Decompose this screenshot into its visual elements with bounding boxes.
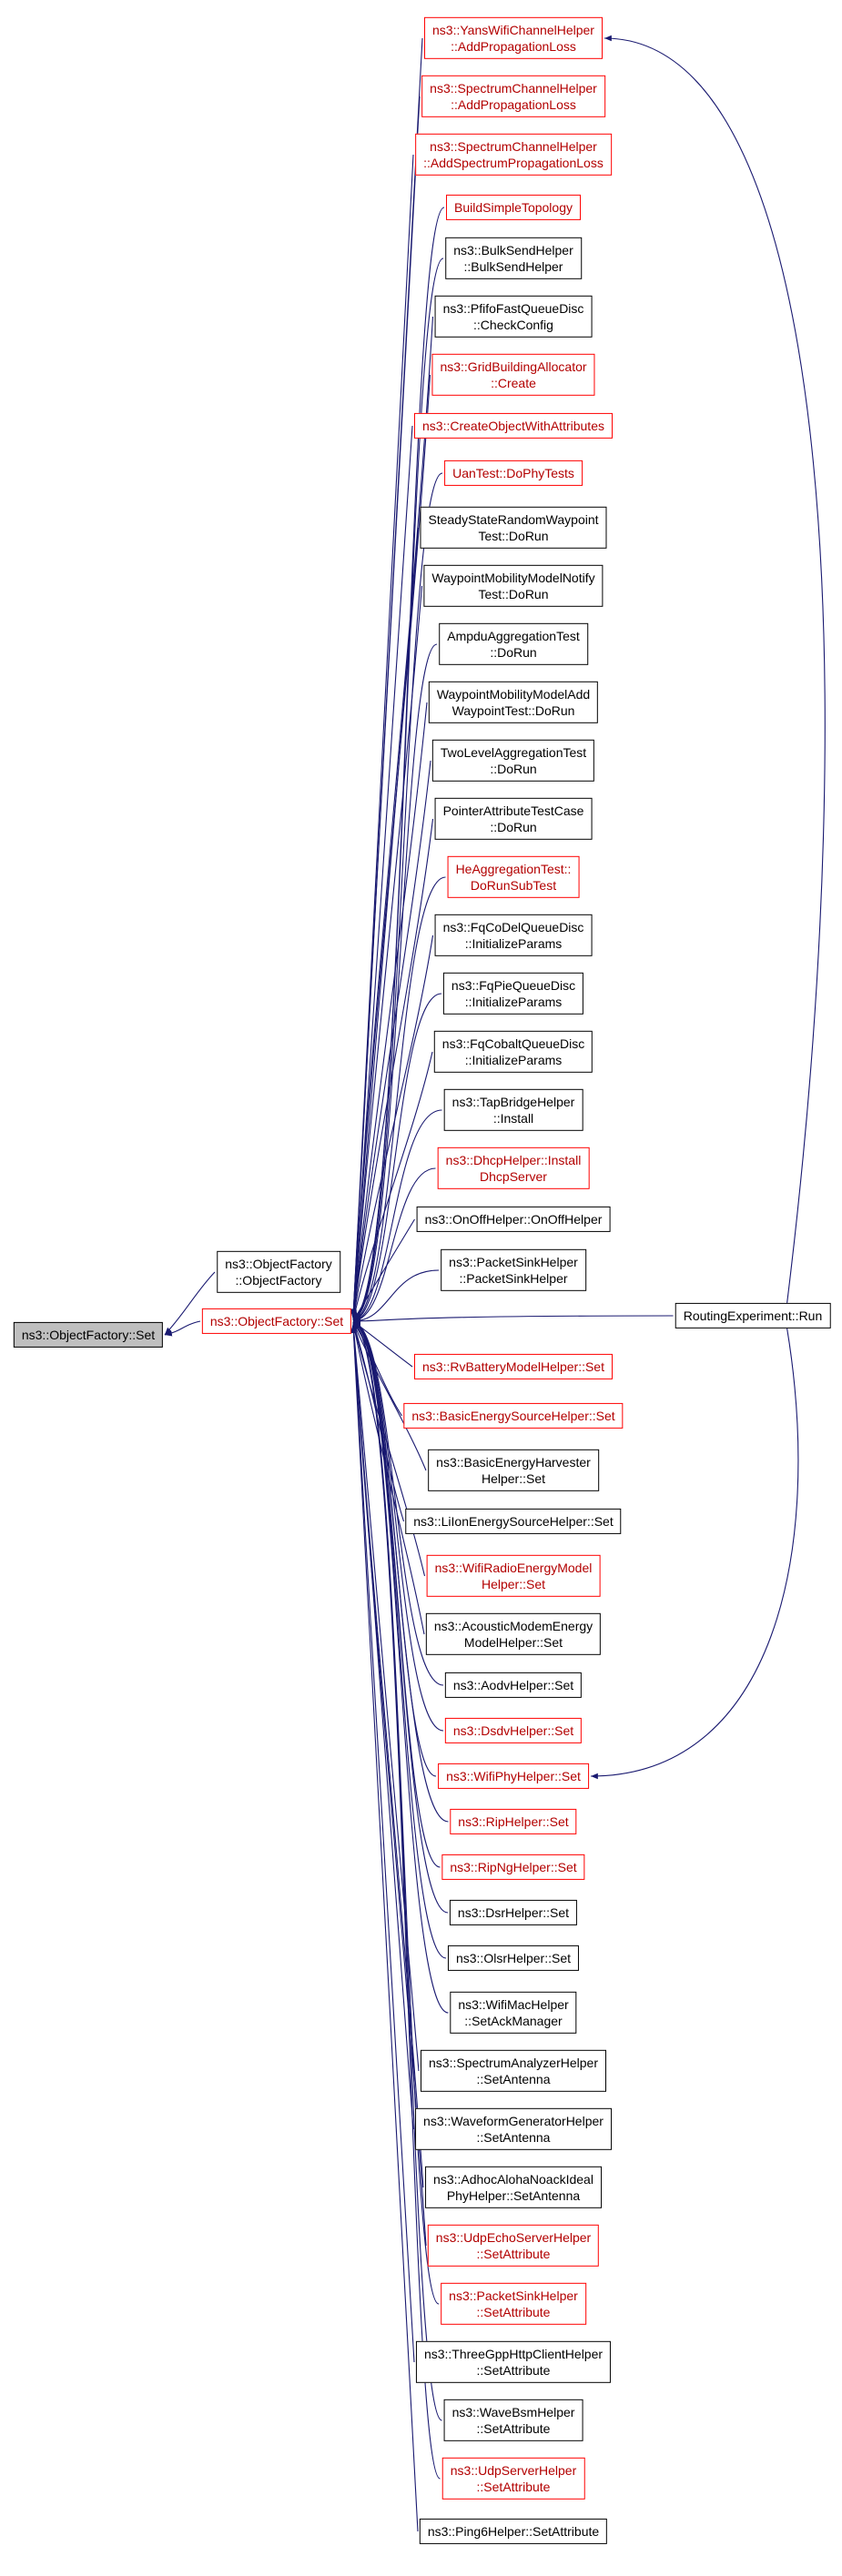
graph-node-wifiphy_set[interactable]: ns3::WifiPhyHelper::Set bbox=[438, 1763, 589, 1790]
edge-ampdu_dorun-of_set bbox=[352, 643, 438, 1322]
graph-node-basicsrc_set[interactable]: ns3::BasicEnergySourceHelper::Set bbox=[403, 1402, 624, 1429]
graph-node-aodv_set[interactable]: ns3::AodvHelper::Set bbox=[444, 1672, 583, 1699]
graph-node-build_topo[interactable]: BuildSimpleTopology bbox=[446, 194, 581, 221]
graph-node-liion_set[interactable]: ns3::LiIonEnergySourceHelper::Set bbox=[405, 1508, 622, 1535]
graph-node-spec_apl[interactable]: ns3::SpectrumChannelHelper ::AddPropagat… bbox=[421, 75, 605, 118]
graph-node-grid_create[interactable]: ns3::GridBuildingAllocator ::Create bbox=[431, 353, 595, 397]
edge-wifimac_ackmgr-of_set bbox=[352, 1320, 449, 2014]
graph-node-ssrw_dorun[interactable]: SteadyStateRandomWaypoint Test::DoRun bbox=[420, 506, 607, 550]
graph-node-fqpie_init[interactable]: ns3::FqPieQueueDisc ::InitializeParams bbox=[442, 972, 584, 1015]
graph-node-psink_attr[interactable]: ns3::PacketSinkHelper ::SetAttribute bbox=[441, 2282, 586, 2326]
graph-node-run[interactable]: RoutingExperiment::Run bbox=[675, 1302, 831, 1329]
graph-node-of_set_target: ns3::ObjectFactory::Set bbox=[13, 1321, 164, 1349]
edge-wmmaw_dorun-of_set bbox=[350, 702, 428, 1319]
edge-liion_set-of_set bbox=[352, 1321, 405, 1522]
graph-node-tap_install[interactable]: ns3::TapBridgeHelper ::Install bbox=[443, 1088, 583, 1132]
graph-node-rip_set[interactable]: ns3::RipHelper::Set bbox=[450, 1808, 577, 1835]
graph-node-onoff_ctor[interactable]: ns3::OnOffHelper::OnOffHelper bbox=[416, 1206, 611, 1233]
edge-ssrw_dorun-of_set bbox=[350, 527, 420, 1318]
graph-node-dhcp_install[interactable]: ns3::DhcpHelper::Install DhcpServer bbox=[437, 1147, 590, 1190]
edge-specana_ant-of_set bbox=[350, 1324, 420, 2072]
graph-node-yans_apl[interactable]: ns3::YansWifiChannelHelper ::AddPropagat… bbox=[424, 16, 603, 60]
graph-node-ampdu_dorun[interactable]: AmpduAggregationTest ::DoRun bbox=[439, 622, 588, 666]
graph-node-of_set[interactable]: ns3::ObjectFactory::Set bbox=[201, 1308, 352, 1335]
edge-dsdv_set-of_set bbox=[352, 1319, 444, 1732]
graph-node-harvester_set[interactable]: ns3::BasicEnergyHarvester Helper::Set bbox=[428, 1449, 599, 1492]
graph-node-wmmaw_dorun[interactable]: WaypointMobilityModelAdd WaypointTest::D… bbox=[428, 681, 599, 724]
graph-node-bulk_ctor[interactable]: ns3::BulkSendHelper ::BulkSendHelper bbox=[445, 237, 582, 280]
graph-node-ptrattr_dorun[interactable]: PointerAttributeTestCase ::DoRun bbox=[434, 797, 593, 841]
edge-run-yans_apl bbox=[604, 35, 826, 1304]
graph-node-wifimac_ackmgr[interactable]: ns3::WifiMacHelper ::SetAckManager bbox=[450, 1991, 577, 2035]
graph-node-udpecho_attr[interactable]: ns3::UdpEchoServerHelper ::SetAttribute bbox=[427, 2224, 600, 2268]
graph-node-pfifo_cc[interactable]: ns3::PfifoFastQueueDisc ::CheckConfig bbox=[434, 295, 593, 338]
graph-node-wifiradio_set[interactable]: ns3::WifiRadioEnergyModel Helper::Set bbox=[426, 1554, 601, 1598]
edge-psink_attr-of_set bbox=[352, 1322, 440, 2305]
edge-udpserver_attr-of_set bbox=[352, 1322, 441, 2480]
graph-node-rvbat_set[interactable]: ns3::RvBatteryModelHelper::Set bbox=[414, 1353, 613, 1380]
graph-node-uan_dophy[interactable]: UanTest::DoPhyTests bbox=[444, 460, 583, 487]
edge-create_obj_attr-of_set bbox=[350, 425, 413, 1318]
graph-node-dsdv_set[interactable]: ns3::DsdvHelper::Set bbox=[444, 1717, 583, 1744]
edge-fqcobalt_init-of_set bbox=[351, 1051, 433, 1320]
edge-psink_ctor-of_set bbox=[352, 1269, 440, 1325]
edge-wmmn_dorun-of_set bbox=[350, 585, 423, 1318]
edge-fqpie_init-of_set bbox=[352, 993, 442, 1323]
graph-node-of_ctor[interactable]: ns3::ObjectFactory ::ObjectFactory bbox=[217, 1250, 340, 1294]
edge-twolevel_dorun-of_set bbox=[350, 760, 431, 1319]
graph-node-create_obj_attr[interactable]: ns3::CreateObjectWithAttributes bbox=[414, 412, 613, 439]
edge-of_set-of_set_target bbox=[164, 1320, 201, 1337]
graph-node-fqcodel_init[interactable]: ns3::FqCoDelQueueDisc ::InitializeParams bbox=[434, 914, 593, 957]
graph-node-heagg_dorunsub[interactable]: HeAggregationTest:: DoRunSubTest bbox=[447, 855, 580, 899]
graph-node-fqcobalt_init[interactable]: ns3::FqCobaltQueueDisc ::InitializeParam… bbox=[433, 1030, 593, 1074]
graph-node-ripng_set[interactable]: ns3::RipNgHelper::Set bbox=[441, 1854, 585, 1881]
graph-node-wmmn_dorun[interactable]: WaypointMobilityModelNotify Test::DoRun bbox=[423, 564, 604, 608]
graph-node-spec_aspl[interactable]: ns3::SpectrumChannelHelper ::AddSpectrum… bbox=[415, 133, 612, 177]
edge-threegpp_attr-of_set bbox=[350, 1325, 415, 2363]
graph-node-twolevel_dorun[interactable]: TwoLevelAggregationTest ::DoRun bbox=[431, 739, 595, 783]
edge-fqcodel_init-of_set bbox=[350, 934, 434, 1320]
graph-node-udpserver_attr[interactable]: ns3::UdpServerHelper ::SetAttribute bbox=[441, 2457, 585, 2500]
edge-spec_aspl-of_set bbox=[350, 154, 414, 1317]
edge-run-of_set bbox=[352, 1315, 674, 1325]
graph-node-olsr_set[interactable]: ns3::OlsrHelper::Set bbox=[447, 1945, 580, 1972]
edge-dsr_set-of_set bbox=[352, 1320, 449, 1914]
graph-node-wavebsm_attr[interactable]: ns3::WaveBsmHelper ::SetAttribute bbox=[443, 2399, 583, 2442]
graph-node-wavegen_ant[interactable]: ns3::WaveformGeneratorHelper ::SetAntenn… bbox=[415, 2107, 612, 2151]
edge-tap_install-of_set bbox=[352, 1109, 442, 1324]
edge-ptrattr_dorun-of_set bbox=[350, 818, 434, 1319]
graph-node-adhoc_ant[interactable]: ns3::AdhocAlohaNoackIdeal PhyHelper::Set… bbox=[425, 2166, 602, 2209]
graph-node-acoustic_set[interactable]: ns3::AcousticModemEnergy ModelHelper::Se… bbox=[425, 1612, 602, 1656]
graph-node-specana_ant[interactable]: ns3::SpectrumAnalyzerHelper ::SetAntenna bbox=[421, 2049, 606, 2093]
graph-node-threegpp_attr[interactable]: ns3::ThreeGppHttpClientHelper ::SetAttri… bbox=[415, 2340, 612, 2384]
edge-run-wifiphy_set bbox=[590, 1328, 799, 1780]
edge-onoff_ctor-of_set bbox=[352, 1218, 415, 1321]
edge-of_ctor-of_set_target bbox=[164, 1271, 216, 1336]
edge-harvester_set-of_set bbox=[352, 1321, 427, 1471]
graph-node-psink_ctor[interactable]: ns3::PacketSinkHelper ::PacketSinkHelper bbox=[441, 1248, 586, 1292]
graph-node-dsr_set[interactable]: ns3::DsrHelper::Set bbox=[449, 1899, 578, 1926]
edge-dhcp_install-of_set bbox=[352, 1167, 436, 1324]
edge-ping6_attr-of_set bbox=[350, 1326, 419, 2532]
graph-node-ping6_attr[interactable]: ns3::Ping6Helper::SetAttribute bbox=[419, 2518, 608, 2545]
edge-aodv_set-of_set bbox=[352, 1319, 444, 1686]
